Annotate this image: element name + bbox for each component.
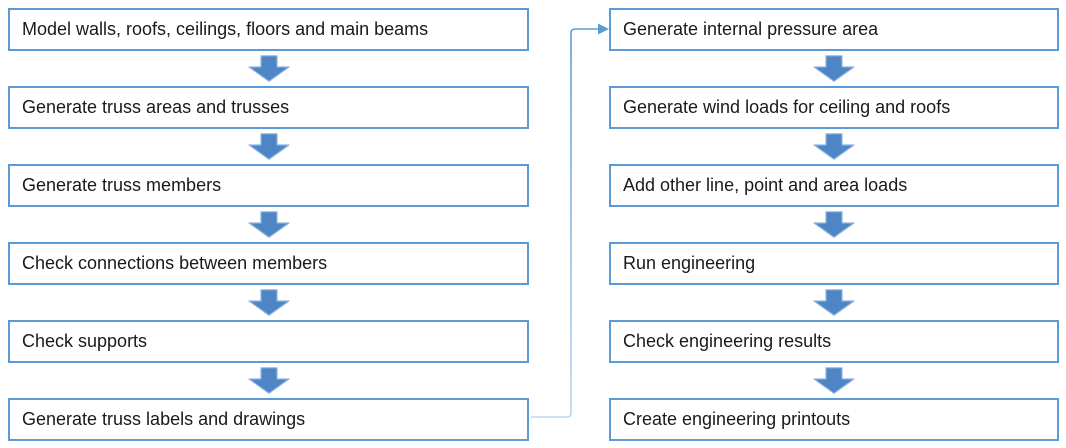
flow-step-generate-wind-loads: Generate wind loads for ceiling and roof… [609,86,1059,129]
flow-step-label: Generate internal pressure area [623,19,879,39]
flow-step-label: Create engineering printouts [623,409,851,429]
arrow-gap [609,129,1059,164]
arrow-gap [8,207,529,242]
flow-step-label: Check engineering results [623,331,832,351]
arrow-gap [609,285,1059,320]
flow-step-generate-internal-pressure: Generate internal pressure area [609,8,1059,51]
down-arrow-icon [247,211,290,238]
flow-step-model-walls: Model walls, roofs, ceilings, floors and… [8,8,529,51]
flow-step-add-other-loads: Add other line, point and area loads [609,164,1059,207]
down-arrow-icon [813,367,855,394]
arrow-gap [609,51,1059,86]
arrow-gap [8,129,529,164]
arrow-gap [8,51,529,86]
flow-step-check-connections: Check connections between members [8,242,529,285]
flow-step-label: Model walls, roofs, ceilings, floors and… [22,19,429,39]
flow-step-check-engineering-results: Check engineering results [609,320,1059,363]
arrow-gap [609,363,1059,398]
flow-step-label: Generate truss areas and trusses [22,97,290,117]
down-arrow-icon [813,211,855,238]
flow-step-generate-truss-areas: Generate truss areas and trusses [8,86,529,129]
flow-step-label: Run engineering [623,253,756,273]
down-arrow-icon [813,133,855,160]
down-arrow-icon [247,133,290,160]
flow-step-label: Check connections between members [22,253,328,273]
flow-step-label: Add other line, point and area loads [623,175,908,195]
flow-step-generate-truss-members: Generate truss members [8,164,529,207]
flow-step-label: Generate truss labels and drawings [22,409,306,429]
flowchart-left-column: Model walls, roofs, ceilings, floors and… [8,8,529,441]
flow-step-generate-truss-labels: Generate truss labels and drawings [8,398,529,441]
arrow-gap [609,207,1059,242]
flow-step-label: Check supports [22,331,148,351]
down-arrow-icon [247,289,290,316]
arrow-gap [8,363,529,398]
flow-step-label: Generate wind loads for ceiling and roof… [623,97,951,117]
flow-step-label: Generate truss members [22,175,222,195]
down-arrow-icon [813,289,855,316]
arrow-gap [8,285,529,320]
down-arrow-icon [247,367,290,394]
flow-step-run-engineering: Run engineering [609,242,1059,285]
flow-step-check-supports: Check supports [8,320,529,363]
flowchart-right-column: Generate internal pressure area Generate… [609,8,1059,441]
down-arrow-icon [247,55,290,82]
down-arrow-icon [813,55,855,82]
flow-step-create-printouts: Create engineering printouts [609,398,1059,441]
